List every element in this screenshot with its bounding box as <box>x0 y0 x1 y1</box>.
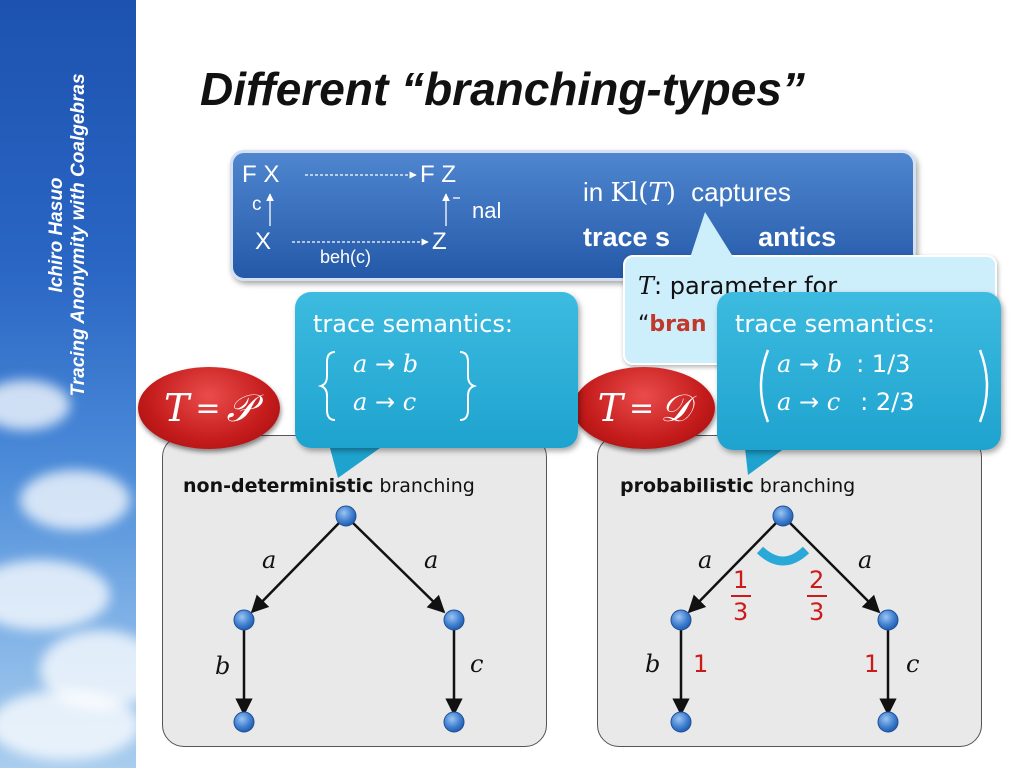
node-leaf-c-prob <box>877 711 899 733</box>
kl-line: in Kl(T) captures <box>583 177 791 208</box>
right-trace-row-1: a → b: 1/3 <box>777 350 911 378</box>
label-z: Z <box>432 228 447 255</box>
probabilistic-panel <box>597 435 982 747</box>
node-root-prob <box>772 505 794 527</box>
nondeterministic-panel <box>162 435 547 747</box>
prob-denominator-right: 3 <box>809 598 825 626</box>
edge-label-a-left: a <box>262 546 277 574</box>
kl-text: Kl(T) <box>610 178 676 208</box>
right-callout-title: trace semantics: <box>735 310 936 338</box>
label-fx: F X <box>242 161 280 188</box>
left-callout-tail <box>330 448 380 478</box>
edge-label-c-prob: c <box>906 650 920 678</box>
label-nal: nal <box>472 198 502 223</box>
t-equals-p-badge: T=𝒫 <box>138 367 280 449</box>
prob-one-left: 1 <box>693 650 709 678</box>
slide-title: Different “branching-types” <box>200 63 805 115</box>
branching-word: “bran <box>638 312 707 337</box>
node-root <box>335 505 357 527</box>
left-trace-callout: trace semantics: a → b a → c <box>295 292 578 448</box>
edge-label-c: c <box>470 650 484 678</box>
node-left <box>233 609 255 631</box>
node-right-prob <box>877 609 899 631</box>
left-trace-row-2: a → c <box>353 388 417 416</box>
left-trace-row-1: a → b <box>353 350 419 378</box>
left-callout-title: trace semantics: <box>313 310 514 338</box>
label-x: X <box>255 228 272 255</box>
label-beh: beh(c) <box>320 247 372 267</box>
right-trace-row-2: a → c: 2/3 <box>777 388 915 416</box>
edge-label-b: b <box>215 652 231 680</box>
prob-numerator-left: 1 <box>733 566 749 594</box>
edge-label-a-left-prob: a <box>698 546 713 574</box>
t-equals-d-badge: T=𝒟 <box>573 367 715 449</box>
edge-label-a-right: a <box>424 546 439 574</box>
edge-label-a-right-prob: a <box>858 546 873 574</box>
edge-a-right-prob <box>788 521 881 614</box>
probability-arc <box>756 546 810 566</box>
node-leaf-b-prob <box>670 711 692 733</box>
probabilistic-label: probabilistic branching <box>620 475 856 497</box>
edge-a-right <box>351 521 446 614</box>
prob-denominator-left: 3 <box>733 598 749 626</box>
node-leaf-c <box>443 711 465 733</box>
label-c: c <box>252 194 262 215</box>
node-left-prob <box>670 609 692 631</box>
label-fz: F Z <box>420 161 456 188</box>
prob-one-right: 1 <box>864 650 880 678</box>
edge-a-left-prob <box>687 521 778 614</box>
edge-label-b-prob: b <box>645 650 661 678</box>
prob-numerator-right: 2 <box>809 566 825 594</box>
right-trace-callout: trace semantics: a → b: 1/3 a → c: 2/3 <box>717 292 1001 450</box>
node-leaf-b <box>233 711 255 733</box>
nondeterministic-label: non-deterministic branching <box>183 475 475 497</box>
sidebar: Ichiro Hasuo Tracing Anonymity with Coal… <box>0 0 136 768</box>
node-right <box>443 609 465 631</box>
right-callout-tail <box>745 448 785 475</box>
edge-a-left <box>250 521 341 614</box>
parameter-callout-tail <box>690 212 735 260</box>
